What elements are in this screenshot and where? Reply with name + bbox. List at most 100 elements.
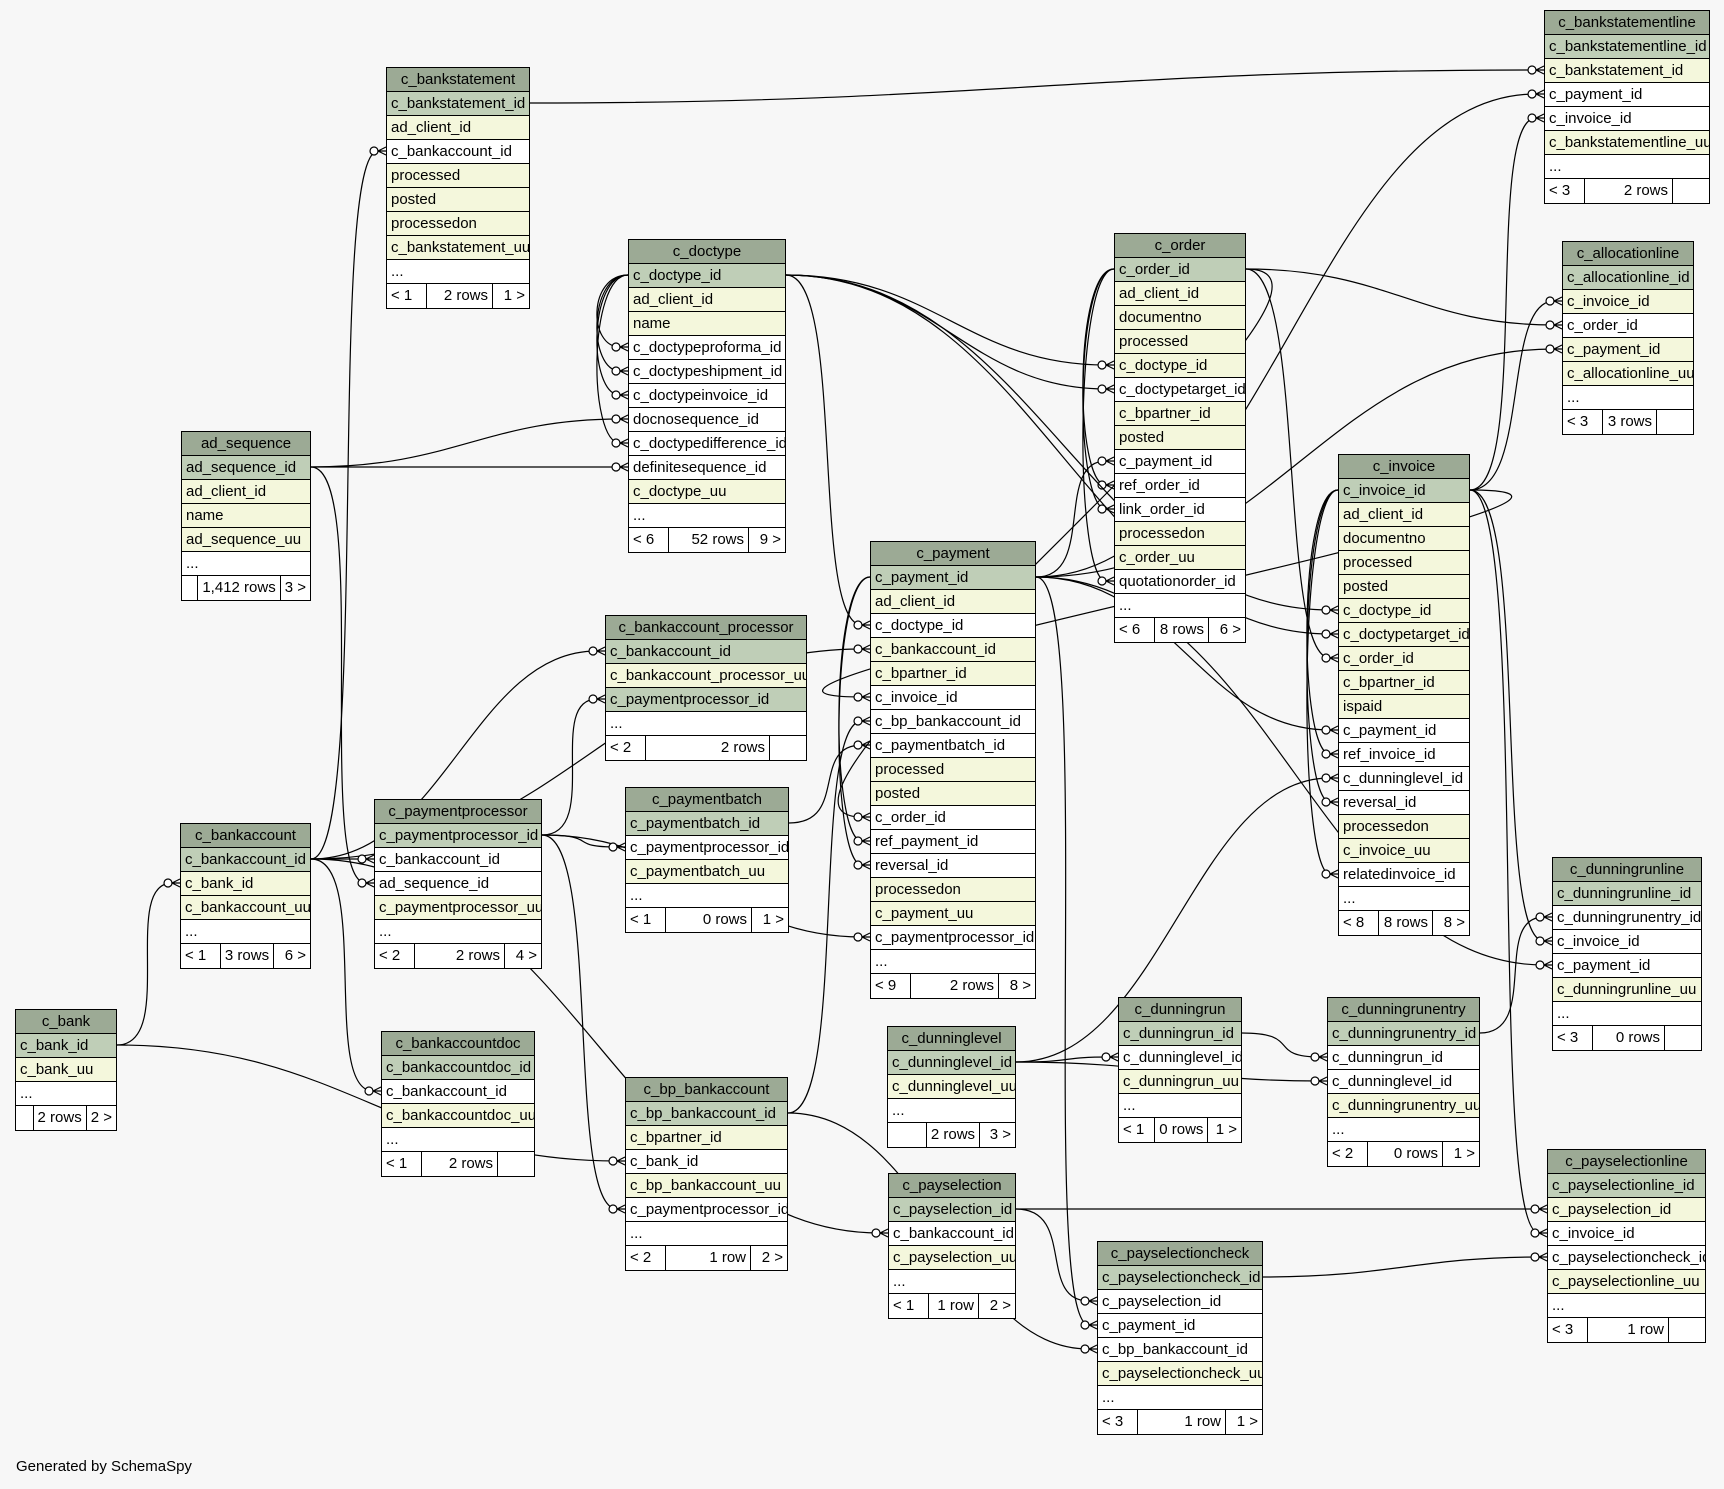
more-columns: ... — [382, 1128, 534, 1152]
column-c_payselection_id: c_payselection_id — [889, 1198, 1015, 1222]
column-c_bp_bankaccount_id: c_bp_bankaccount_id — [1098, 1338, 1262, 1362]
relation-c_order-c_doctypetarget_id — [785, 274, 1107, 390]
column-c_bp_bankaccount_id: c_bp_bankaccount_id — [871, 710, 1035, 734]
relation-c_paymentprocessor-ad_sequence_id — [310, 466, 367, 884]
relation-c_allocationline-c_order_id — [1245, 268, 1555, 326]
column-c_bpartner_id: c_bpartner_id — [1339, 671, 1469, 695]
parents-count: < 2 — [375, 944, 415, 968]
column-c_dunningrun_id: c_dunningrun_id — [1328, 1046, 1479, 1070]
crowfoot-marker — [1538, 1252, 1548, 1262]
crowfoot-marker — [619, 390, 629, 400]
more-columns: ... — [1553, 1002, 1701, 1026]
column-c_bank_id: c_bank_id — [626, 1150, 787, 1174]
more-columns: ... — [606, 712, 806, 736]
crowfoot-marker — [1105, 456, 1115, 466]
optional-marker — [1535, 936, 1545, 946]
column-processedon: processedon — [387, 212, 529, 236]
column-c_invoice_id: c_invoice_id — [1545, 107, 1709, 131]
relation-c_payment-reversal_id — [838, 576, 871, 866]
column-c_paymentprocessor_id: c_paymentprocessor_id — [606, 688, 806, 712]
column-processedon: processedon — [1339, 815, 1469, 839]
column-c_bpartner_id: c_bpartner_id — [1115, 402, 1245, 426]
children-count: 1 > — [1215, 1121, 1237, 1138]
table-title: c_bp_bankaccount — [626, 1078, 787, 1102]
optional-marker — [1321, 605, 1331, 615]
column-c_paymentbatch_id: c_paymentbatch_id — [626, 812, 788, 836]
relation-c_payment-c_doctype_id — [785, 274, 863, 626]
table-title: c_payselectioncheck — [1098, 1242, 1262, 1266]
row-count: 1,412 rows — [198, 576, 281, 600]
relation-c_bankstatementline-c_invoice_id — [1469, 117, 1537, 491]
parents-count: < 2 — [626, 1246, 666, 1270]
more-columns: ... — [1098, 1386, 1262, 1410]
column-ad_client_id: ad_client_id — [387, 116, 529, 140]
column-definitesequence_id: definitesequence_id — [629, 456, 785, 480]
column-c_bankaccount_id: c_bankaccount_id — [181, 848, 310, 872]
children-count: 1 > — [1236, 1413, 1258, 1430]
optional-marker — [1080, 1344, 1090, 1354]
children-count — [1673, 179, 1709, 203]
optional-marker — [611, 342, 621, 352]
column-c_invoice_id: c_invoice_id — [1339, 479, 1469, 503]
column-c_dunninglevel_id: c_dunninglevel_id — [1119, 1046, 1241, 1070]
relation-c_order-link_order_id — [1082, 268, 1115, 510]
crowfoot-marker — [372, 1086, 382, 1096]
relation-c_order-c_payment_id — [1035, 460, 1107, 578]
parents-count: < 1 — [382, 1152, 422, 1176]
optional-marker — [611, 438, 621, 448]
table-title: c_payselection — [889, 1174, 1015, 1198]
column-ad_sequence_id: ad_sequence_id — [182, 456, 310, 480]
optional-marker — [853, 932, 863, 942]
table-title: c_doctype — [629, 240, 785, 264]
column-c_paymentprocessor_id: c_paymentprocessor_id — [871, 926, 1035, 950]
row-count: 8 rows — [1379, 911, 1433, 935]
column-c_payment_id: c_payment_id — [1339, 719, 1469, 743]
column-ad_client_id: ad_client_id — [629, 288, 785, 312]
column-processed: processed — [1339, 551, 1469, 575]
column-c_doctypeproforma_id: c_doctypeproforma_id — [629, 336, 785, 360]
crowfoot-marker — [619, 366, 629, 376]
crowfoot-marker — [861, 692, 871, 702]
column-processed: processed — [387, 164, 529, 188]
column-c_dunningrun_id: c_dunningrun_id — [1119, 1022, 1241, 1046]
column-name: name — [182, 504, 310, 528]
crowfoot-marker — [619, 462, 629, 472]
relation-c_order-quotationorder_id — [1082, 268, 1115, 582]
crowfoot-marker — [365, 854, 375, 864]
column-c_payment_id: c_payment_id — [871, 566, 1035, 590]
optional-marker — [1097, 456, 1107, 466]
relation-c_payselectioncheck-c_payment_id — [1035, 576, 1090, 1326]
relation-c_invoice-reversal_id — [1306, 489, 1339, 803]
column-c_doctypeshipment_id: c_doctypeshipment_id — [629, 360, 785, 384]
column-documentno: documentno — [1115, 306, 1245, 330]
optional-marker — [364, 1086, 374, 1096]
column-c_doctype_uu: c_doctype_uu — [629, 480, 785, 504]
optional-marker — [1321, 797, 1331, 807]
column-c_dunningrunentry_id: c_dunningrunentry_id — [1553, 906, 1701, 930]
relation-c_doctype-c_doctypeinvoice_id — [596, 274, 629, 396]
optional-marker — [588, 646, 598, 656]
column-c_bankaccountdoc_id: c_bankaccountdoc_id — [382, 1056, 534, 1080]
relation-c_bp_bankaccount-c_paymentprocessor_id — [541, 834, 618, 1210]
table-title: c_payselectionline — [1548, 1150, 1705, 1174]
column-c_dunningrunline_uu: c_dunningrunline_uu — [1553, 978, 1701, 1002]
parents-count: < 2 — [606, 736, 646, 760]
optional-marker — [853, 620, 863, 630]
relation-c_allocationline-c_invoice_id — [1469, 300, 1555, 491]
row-count: 2 rows — [422, 1152, 498, 1176]
column-ad_sequence_uu: ad_sequence_uu — [182, 528, 310, 552]
more-columns: ... — [181, 920, 310, 944]
crowfoot-marker — [1535, 65, 1545, 75]
crowfoot-marker — [1105, 360, 1115, 370]
crowfoot-marker — [1329, 725, 1339, 735]
